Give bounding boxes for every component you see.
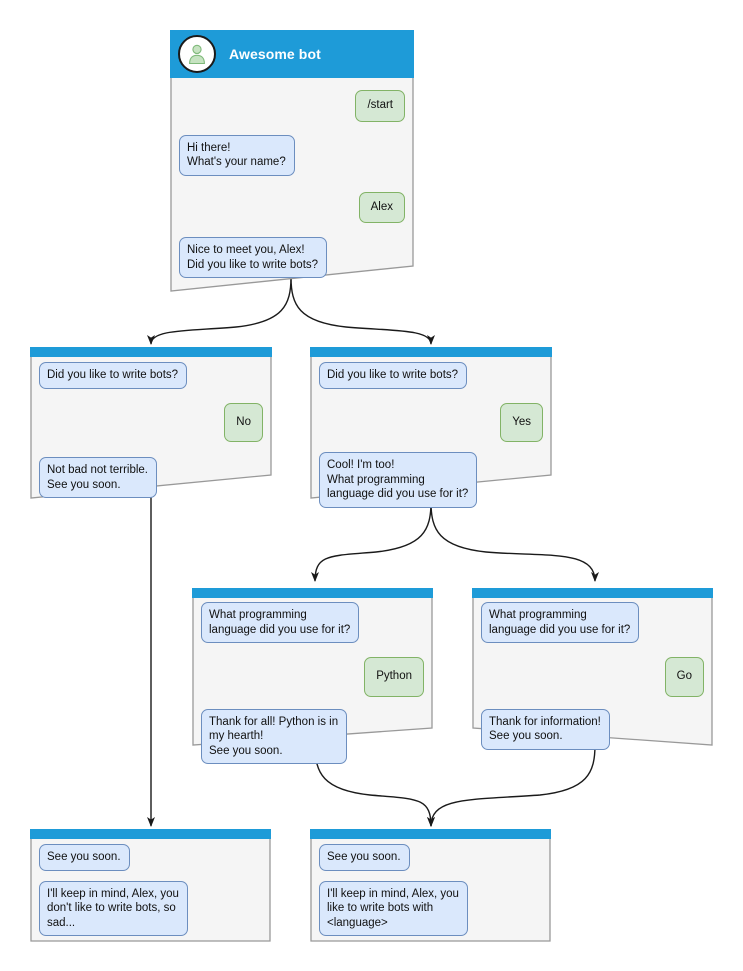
- user-message-bubble[interactable]: /start: [355, 90, 405, 122]
- card-answer-yes-header: [310, 347, 552, 357]
- card-start-chat: /start Hi there! What's your name? Alex …: [170, 82, 414, 278]
- card-start[interactable]: Awesome bot /start Hi there! What's your…: [170, 30, 414, 292]
- card-lang-go[interactable]: What programming language did you use fo…: [472, 588, 713, 750]
- user-message-bubble[interactable]: Yes: [500, 402, 543, 442]
- bot-message-bubble[interactable]: I'll keep in mind, Alex, you don't like …: [39, 880, 188, 936]
- person-avatar-icon: [178, 35, 216, 73]
- bot-message-bubble[interactable]: Cool! I'm too! What programming language…: [319, 452, 478, 508]
- user-message-bubble[interactable]: Alex: [358, 191, 405, 223]
- bot-message-bubble[interactable]: Did you like to write bots?: [319, 362, 468, 389]
- bot-message-bubble[interactable]: What programming language did you use fo…: [201, 602, 360, 643]
- card-end-happy[interactable]: See you soon. I'll keep in mind, Alex, y…: [310, 829, 551, 942]
- card-answer-no[interactable]: Did you like to write bots? No Not bad n…: [30, 347, 272, 499]
- bot-message-bubble[interactable]: Thank for all! Python is in my hearth! S…: [201, 708, 348, 764]
- card-end-sad-header: [30, 829, 271, 839]
- bot-message-bubble[interactable]: Did you like to write bots?: [39, 362, 188, 389]
- bot-message-bubble[interactable]: Thank for information! See you soon.: [481, 708, 610, 750]
- card-lang-python-chat: What programming language did you use fo…: [192, 599, 433, 764]
- bot-message-bubble[interactable]: What programming language did you use fo…: [481, 602, 640, 643]
- bot-message-bubble[interactable]: See you soon.: [319, 844, 410, 871]
- user-message-bubble[interactable]: Go: [664, 657, 704, 697]
- card-start-header: Awesome bot: [170, 30, 414, 78]
- card-end-happy-chat: See you soon. I'll keep in mind, Alex, y…: [310, 840, 551, 936]
- bot-name-label: Awesome bot: [229, 46, 321, 62]
- edge-go-to-end-happy: [427, 744, 596, 827]
- edge-yes-to-go: [430, 501, 599, 582]
- card-answer-yes-chat: Did you like to write bots? Yes Cool! I'…: [310, 358, 552, 508]
- card-answer-no-header: [30, 347, 272, 357]
- card-lang-go-header: [472, 588, 713, 598]
- bot-message-bubble[interactable]: Hi there! What's your name?: [179, 134, 295, 176]
- card-lang-go-chat: What programming language did you use fo…: [472, 599, 713, 750]
- bot-message-bubble[interactable]: See you soon.: [39, 844, 130, 871]
- card-answer-yes[interactable]: Did you like to write bots? Yes Cool! I'…: [310, 347, 552, 508]
- bot-message-bubble[interactable]: Not bad not terrible. See you soon.: [39, 457, 158, 498]
- card-end-sad-chat: See you soon. I'll keep in mind, Alex, y…: [30, 840, 271, 936]
- bot-message-bubble[interactable]: Nice to meet you, Alex! Did you like to …: [179, 237, 328, 278]
- bot-message-bubble[interactable]: I'll keep in mind, Alex, you like to wri…: [319, 880, 468, 936]
- user-message-bubble[interactable]: No: [224, 402, 263, 442]
- card-answer-no-chat: Did you like to write bots? No Not bad n…: [30, 358, 272, 498]
- card-end-sad[interactable]: See you soon. I'll keep in mind, Alex, y…: [30, 829, 271, 942]
- card-lang-python-header: [192, 588, 433, 598]
- edge-yes-to-python: [311, 501, 432, 582]
- card-lang-python[interactable]: What programming language did you use fo…: [192, 588, 433, 764]
- card-end-happy-header: [310, 829, 551, 839]
- user-message-bubble[interactable]: Python: [364, 657, 424, 697]
